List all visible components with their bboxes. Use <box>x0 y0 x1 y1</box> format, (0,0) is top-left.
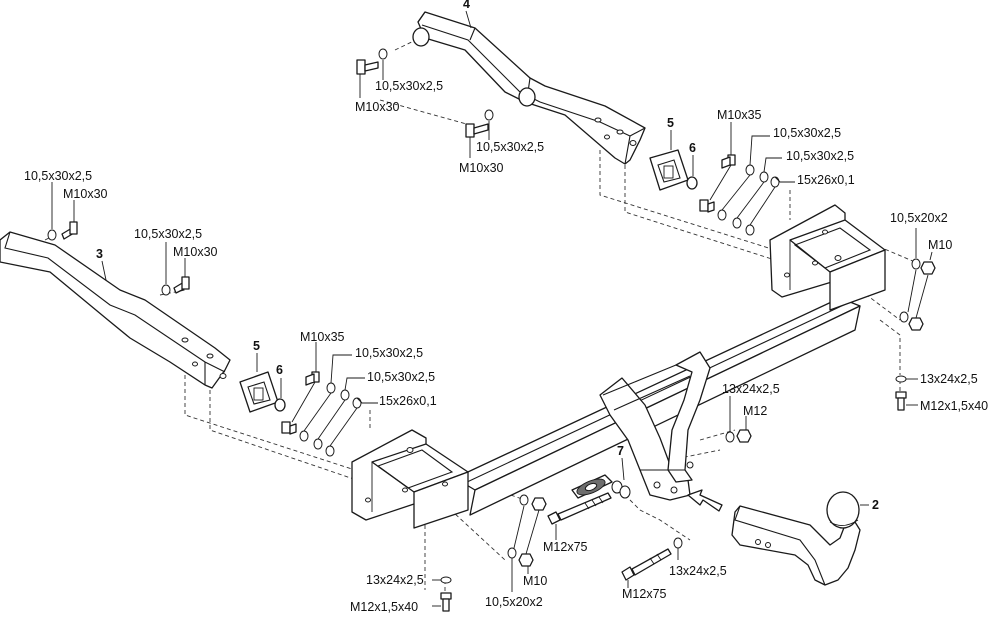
socket-plate-part-7 <box>571 474 631 499</box>
part-number-7: 7 <box>617 444 624 458</box>
label-nut-m10-left: M10 <box>523 574 547 588</box>
label-washer-3a: 10,5x30x2,5 <box>24 169 92 183</box>
center-washer-nut <box>725 396 752 443</box>
label-m10x30-4b: M10x30 <box>459 161 504 175</box>
part-number-6-top: 6 <box>689 141 696 155</box>
assembly-guide-lines <box>44 37 916 595</box>
label-bolt-m12x75-bottom: M12x75 <box>622 587 667 601</box>
label-washer-l4: 10,5x20x2 <box>485 595 543 609</box>
part-number-4: 4 <box>463 0 470 11</box>
part-number-5-left: 5 <box>253 339 260 353</box>
label-washer-4b: 10,5x30x2,5 <box>476 140 544 154</box>
bolt-m12x75-center <box>547 492 612 540</box>
label-washer-l1: 10,5x30x2,5 <box>355 346 423 360</box>
label-m10x30-4a: M10x30 <box>355 100 400 114</box>
label-washer-l5: 13x24x2,5 <box>366 573 424 587</box>
plate-part-5-top <box>649 149 689 191</box>
label-washer-r1: 10,5x30x2,5 <box>773 126 841 140</box>
label-m10x30-3a: M10x30 <box>63 187 108 201</box>
center-tow-bracket <box>599 351 711 501</box>
label-washer-r4: 10,5x20x2 <box>890 211 948 225</box>
bolt-m10x30-left-b <box>161 242 190 296</box>
label-washer-3b: 10,5x30x2,5 <box>134 227 202 241</box>
part-number-2: 2 <box>872 498 879 512</box>
label-m10x35-left: M10x35 <box>300 330 345 344</box>
part-number-3: 3 <box>96 247 103 261</box>
label-washer-c: 13x24x2,5 <box>722 382 780 396</box>
washer-part-6-left <box>274 398 286 412</box>
label-bolt-m12x1-5x40-right: M12x1,5x40 <box>920 399 988 413</box>
label-washer-l3: 15x26x0,1 <box>379 394 437 408</box>
tow-ball-part-2 <box>731 491 861 586</box>
part-number-5-top: 5 <box>667 116 674 130</box>
label-bolt-m12x1-5x40-left: M12x1,5x40 <box>350 600 418 614</box>
label-nut-m12: M12 <box>743 404 767 418</box>
label-washer-r5: 13x24x2,5 <box>920 372 978 386</box>
main-crossbar <box>454 297 861 516</box>
bolt-m12x1-5x40-left <box>432 576 452 612</box>
label-m10x30-3b: M10x30 <box>173 245 218 259</box>
right-fastener-stack <box>699 122 795 236</box>
label-washer-4a: 10,5x30x2,5 <box>375 79 443 93</box>
label-m10x35-right: M10x35 <box>717 108 762 122</box>
label-washer-r2: 10,5x30x2,5 <box>786 149 854 163</box>
arm-part-3 <box>0 231 231 389</box>
washer-part-6-top <box>686 176 698 190</box>
arm-part-4 <box>412 11 646 165</box>
left-mount-bracket <box>351 429 469 529</box>
label-nut-m10-right: M10 <box>928 238 952 252</box>
left-side-washers-nuts <box>507 494 547 592</box>
bolt-m10x30-top-left <box>356 48 388 98</box>
left-fastener-stack <box>281 342 378 457</box>
right-mount-bracket <box>769 204 886 311</box>
label-washer-r3: 15x26x0,1 <box>797 173 855 187</box>
bolt-m10x30-left-a <box>47 182 78 241</box>
label-bolt-m12x75-center: M12x75 <box>543 540 588 554</box>
bolt-m12x75-bottom <box>621 537 683 588</box>
plate-part-5-left <box>239 371 279 413</box>
bolt-m12x1-5x40-right <box>895 375 918 411</box>
insert-direction-arrow <box>687 489 723 512</box>
right-side-washers-nuts <box>899 228 936 331</box>
label-washer-b: 13x24x2,5 <box>669 564 727 578</box>
label-washer-l2: 10,5x30x2,5 <box>367 370 435 384</box>
bolt-m10x30-top-mid <box>465 109 494 158</box>
part-number-6-left: 6 <box>276 363 283 377</box>
